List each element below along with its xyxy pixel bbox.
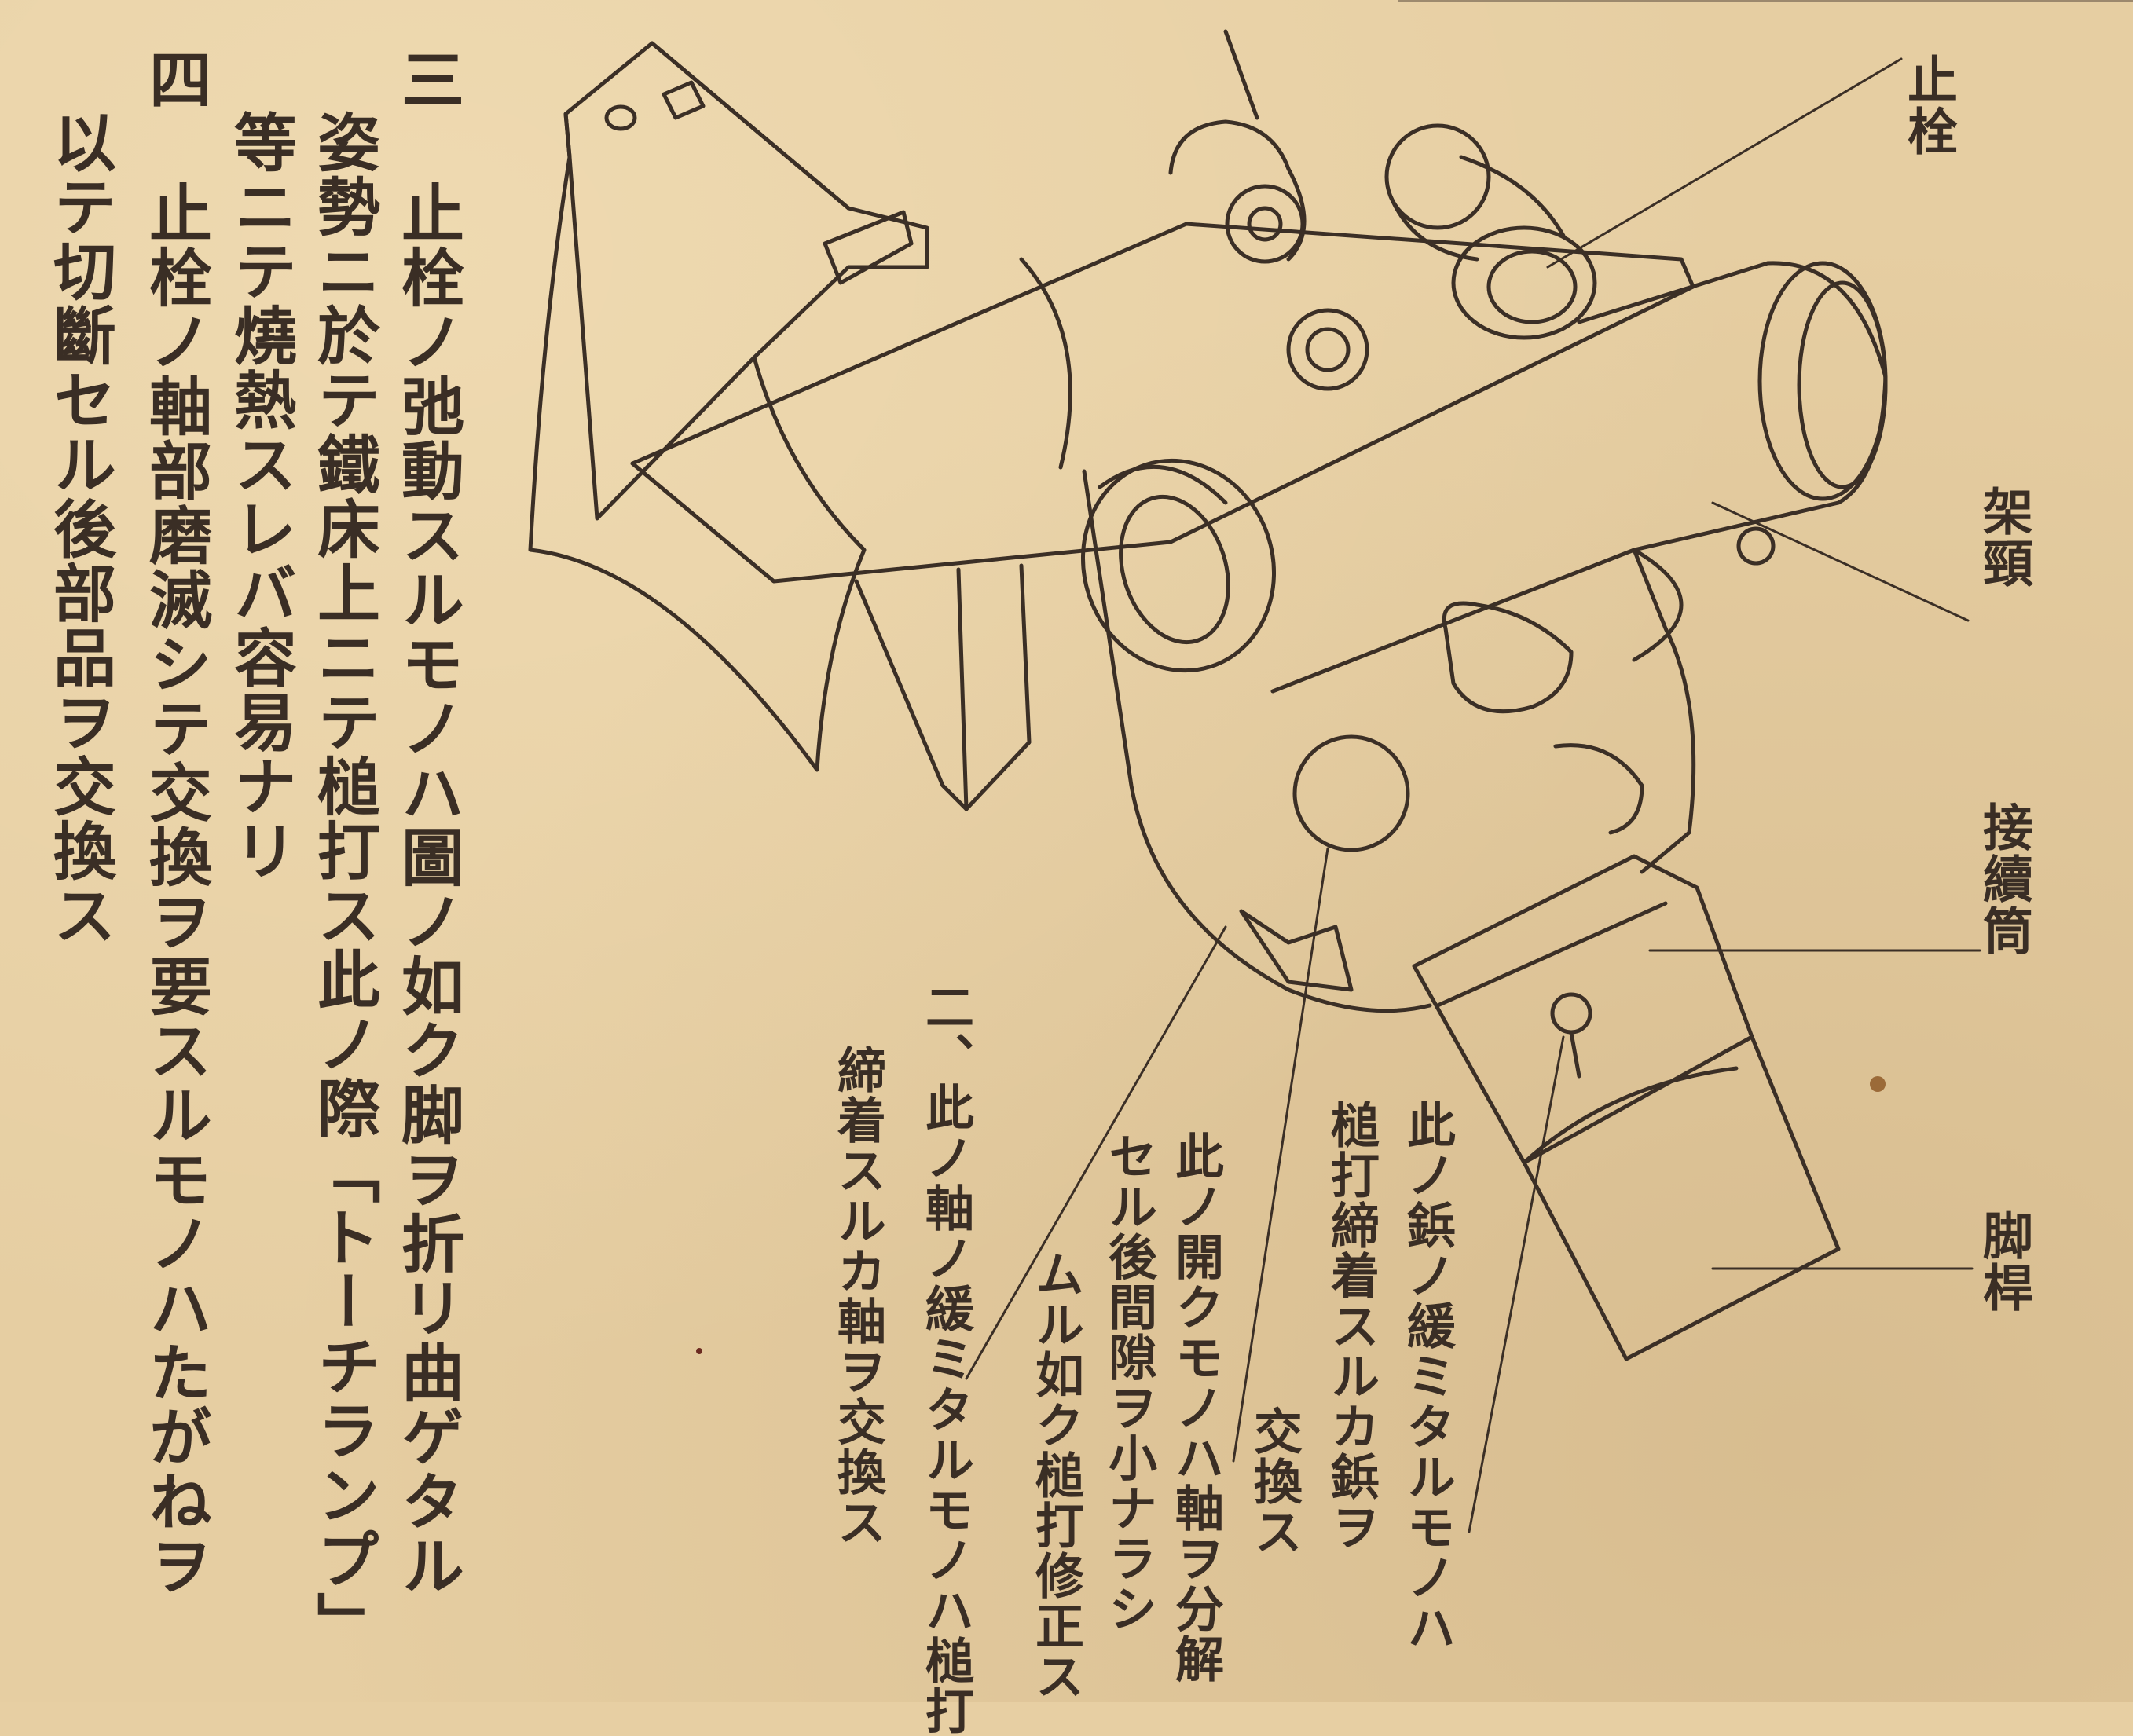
pivot-ring xyxy=(1056,436,1301,696)
label-frame-head: 架頸 xyxy=(1974,485,2033,589)
note-axle-line2: 締着スルカ軸ヲ交換ス xyxy=(829,1045,886,1547)
tripod-head-block xyxy=(530,43,927,770)
note-rivet-line3: 交換ス xyxy=(1245,1406,1303,1557)
frame-beam xyxy=(632,224,1693,581)
frame-head-tube xyxy=(1579,263,1886,660)
note-gap-line2: セル後間隙ヲ小ナラシ xyxy=(1100,1131,1157,1634)
para4-line1: 止栓ノ軸部磨滅シテ交換ヲ要スルモノハたがねヲ xyxy=(139,181,213,1598)
para3-number: 三 xyxy=(391,47,465,112)
note-gap-line3: ムル如ク槌打修正ス xyxy=(1027,1249,1084,1701)
note-axle-line1: 二、此ノ軸ノ緩ミタルモノハ槌打 xyxy=(917,982,974,1736)
para4-line2: 以テ切斷セル後部品ヲ交換ス xyxy=(43,110,117,947)
label-leg-rod: 脚桿 xyxy=(1974,1210,2033,1313)
label-connecting-tube: 接續筒 xyxy=(1974,801,2033,957)
note-rivet-line2: 槌打締着スルカ鋲ヲ xyxy=(1322,1100,1380,1552)
page-edge-rule xyxy=(1398,0,2133,2)
ink-dot xyxy=(696,1348,702,1354)
para3-line3: 等ニテ燒熱スレバ容易ナリ xyxy=(224,110,298,883)
para4-number: 四 xyxy=(139,47,213,112)
para3-line1: 止栓ノ弛動スルモノハ圖ノ如ク脚ヲ折リ曲ゲタル xyxy=(391,181,465,1598)
label-stop-pin: 止栓 xyxy=(1899,53,1958,157)
leader-lines xyxy=(966,59,1980,1532)
stop-pin xyxy=(1387,126,1595,338)
note-gap-line1: 此ノ開クモノハ軸ヲ分解 xyxy=(1167,1131,1224,1684)
stain-spot xyxy=(1870,1076,1886,1092)
para3-line2: 姿勢ニ於テ鐵床上ニテ槌打ス此ノ際「トーチランプ」 xyxy=(307,110,381,1656)
connecting-tube-and-leg xyxy=(1414,856,1838,1359)
yoke-body xyxy=(1084,471,1694,1011)
upper-clip xyxy=(1171,31,1367,389)
note-rivet-line1: 此ノ鋲ノ緩ミタルモノハ xyxy=(1398,1100,1456,1653)
slide-plate xyxy=(856,566,1029,809)
